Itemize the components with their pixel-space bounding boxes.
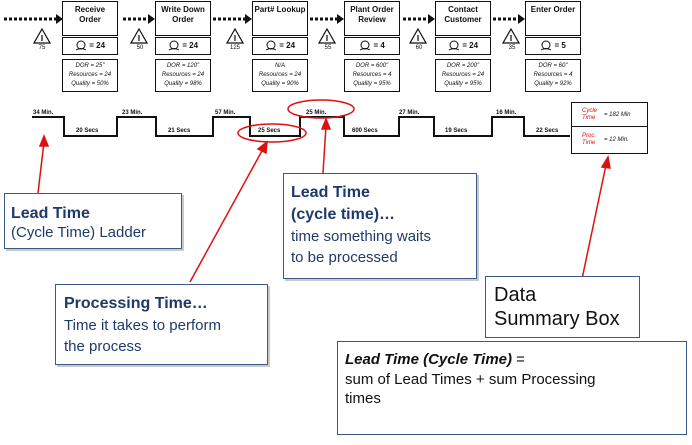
operator-icon (448, 40, 460, 51)
callout-body: (Cycle Time) Ladder (11, 224, 147, 241)
inventory-icon: I (318, 28, 336, 44)
process-box-part-lookup: Part# Lookup (252, 1, 308, 36)
inventory-icon: I (130, 28, 148, 44)
inventory-count: 55 (324, 45, 332, 51)
inventory-count: 50 (136, 45, 144, 51)
processing-time-label: 19 Secs (445, 128, 468, 134)
inventory-count: 35 (508, 45, 516, 51)
callout-body: the process (64, 338, 142, 355)
formula-equals: = (512, 351, 525, 368)
callout-title: Processing Time… (64, 295, 208, 312)
summary-proc-row: Proc. Time = 12 Min. (572, 128, 647, 152)
callout-body: time something waits (291, 228, 432, 245)
callout-title: Summary Box (494, 308, 620, 330)
operator-count-3: = 24 (252, 37, 308, 55)
operator-icon (75, 40, 87, 51)
process-box-enter-order: Enter Order (525, 1, 581, 36)
inventory-icon: I (409, 28, 427, 44)
svg-text:I: I (41, 34, 43, 43)
callout-title: Lead Time (11, 205, 90, 222)
processing-time-label: 600 Secs (352, 128, 378, 134)
processing-time-label: 21 Secs (168, 128, 191, 134)
svg-text:I: I (326, 34, 328, 43)
inventory-icon: I (502, 28, 520, 44)
callout-formula: Lead Time (Cycle Time) = sum of Lead Tim… (337, 341, 687, 435)
processing-time-label: 20 Secs (76, 128, 99, 134)
callout-lead-time-cycle: Lead Time (cycle time)… time something w… (283, 173, 477, 279)
callout-title: (cycle time)… (291, 206, 396, 223)
data-summary-box: Cycle Time = 182 Min Proc. Time = 12 Min… (571, 102, 648, 154)
callout-data-summary: Data Summary Box (485, 276, 640, 338)
inventory-count: 60 (415, 45, 423, 51)
lead-time-label: 23 Min. (122, 110, 143, 116)
processing-time-label: 22 Secs (536, 128, 559, 134)
svg-text:I: I (417, 34, 419, 43)
operator-icon (359, 40, 371, 51)
process-box-receive-order: Receive Order (62, 1, 118, 36)
lead-time-label: 16 Min. (496, 110, 517, 116)
callout-body: to be processed (291, 249, 398, 266)
summary-cycle-label: Cycle Time (582, 108, 598, 121)
formula-body: sum of Lead Times + sum Processing (345, 371, 596, 388)
operator-count-5: = 24 (435, 37, 491, 55)
formula-line: Lead Time (Cycle Time) = (345, 350, 686, 370)
callout-body: Time it takes to perform (64, 317, 221, 334)
operator-count-6: = 5 (525, 37, 581, 55)
inventory-count: 75 (38, 45, 46, 51)
operator-icon (540, 40, 552, 51)
lead-time-label: 34 Min. (33, 110, 54, 116)
operator-icon (168, 40, 180, 51)
lead-time-label: 57 Min. (215, 110, 236, 116)
operator-count-2: = 24 (155, 37, 211, 55)
inventory-icon: I (226, 28, 244, 44)
processing-time-label: 25 Secs (258, 128, 281, 134)
svg-text:I: I (138, 34, 140, 43)
summary-proc-label: Proc. Time (582, 133, 597, 146)
formula-title: Lead Time (Cycle Time) (345, 351, 513, 368)
operator-count-4: = 4 (344, 37, 400, 55)
callout-lead-time-ladder: Lead Time (Cycle Time) Ladder (4, 193, 182, 249)
operator-icon (265, 40, 277, 51)
callout-title: Data (494, 284, 537, 306)
lead-time-label: 27 Min. (399, 110, 420, 116)
svg-text:I: I (234, 34, 236, 43)
inventory-count: 125 (229, 45, 240, 51)
lead-time-label: 25 Min. (306, 110, 327, 116)
svg-text:I: I (510, 34, 512, 43)
formula-body: times (345, 390, 381, 407)
summary-cycle-value: = 182 Min (604, 112, 631, 118)
process-box-contact-customer: Contact Customer (435, 1, 491, 36)
process-box-write-down-order: Write Down Order (155, 1, 211, 36)
callout-processing-time: Processing Time… Time it takes to perfor… (55, 284, 268, 365)
summary-proc-value: = 12 Min. (604, 137, 629, 143)
operator-count-1: = 24 (62, 37, 118, 55)
callout-title: Lead Time (291, 184, 370, 201)
inventory-icon: I (33, 28, 51, 44)
summary-cycle-row: Cycle Time = 182 Min (572, 103, 647, 127)
process-box-plant-order-review: Plant Order Review (344, 1, 400, 36)
